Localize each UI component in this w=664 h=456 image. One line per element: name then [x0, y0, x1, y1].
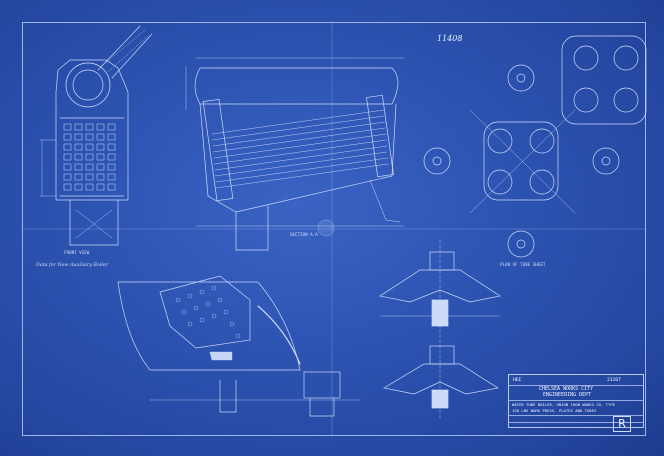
side-section-boiler	[185, 57, 405, 251]
tube-sheet-plan	[423, 35, 647, 258]
front-view-label: FRONT VIEW	[64, 250, 90, 255]
sheet-label: HEE	[513, 378, 522, 383]
calc-heading: Data for New Auxiliary Boiler	[36, 263, 109, 268]
lower-section-view	[117, 275, 361, 417]
bolt-detail-sections	[379, 239, 501, 421]
drawing-number: 11408	[437, 34, 463, 43]
calc-line	[36, 279, 122, 288]
front-view-boiler	[39, 25, 153, 246]
title-block: HEE 23207 CHELSEA WORKS CITY ENGINEERING…	[508, 374, 644, 428]
section-label: SECTION A-A	[290, 232, 318, 237]
description-line-1: WATER TUBE BOILER, UNION IRON WORKS CO. …	[512, 402, 616, 407]
calc-line	[36, 270, 122, 279]
drawing-no: 23207	[607, 378, 621, 383]
drawing-border	[22, 22, 646, 436]
department-name: ENGINEERING DEPT	[543, 392, 592, 398]
calculation-notes: Data for New Auxiliary Boiler	[36, 262, 122, 287]
company-name: CHELSEA WORKS CITY	[539, 386, 594, 392]
description-line-2: 150 LBS WORK PRESS. PLATES AND TUBES	[512, 408, 597, 413]
plan-label: PLAN OF TUBE SHEET	[500, 262, 546, 267]
stamp-mark: R	[613, 416, 631, 432]
